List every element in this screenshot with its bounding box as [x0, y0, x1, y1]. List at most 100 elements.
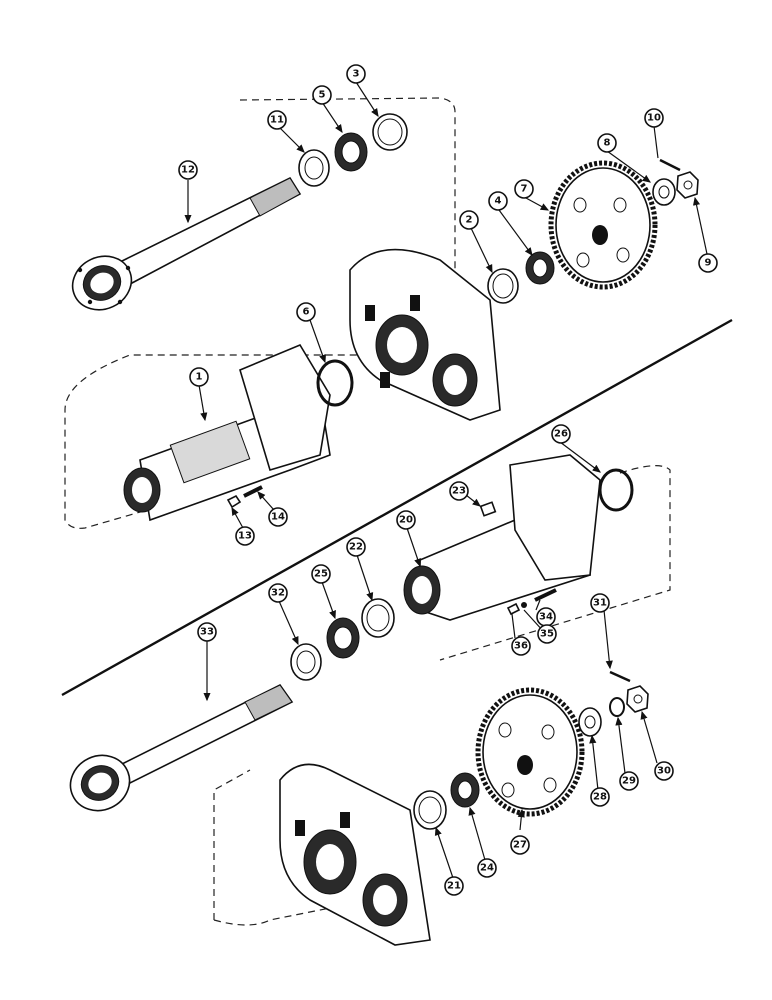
svg-text:36: 36: [514, 641, 528, 652]
bearing-cone-lower-2: [450, 772, 480, 808]
section-divider-line: [61, 318, 733, 697]
axle-housing-upper: [123, 343, 331, 522]
callout-20: 20: [396, 510, 416, 530]
svg-text:35: 35: [540, 629, 554, 640]
callout-3: 3: [346, 64, 366, 84]
bearing-cone-upper-2: [525, 251, 555, 285]
callout-31: 31: [590, 593, 610, 613]
callout-22: 22: [346, 537, 366, 557]
callout-35: 35: [537, 624, 557, 644]
callout-14: 14: [268, 507, 288, 527]
svg-text:23: 23: [452, 486, 466, 497]
lower-dashed-outline-2: [213, 769, 421, 926]
washer-lower: [578, 707, 602, 737]
callout-7: 7: [514, 179, 534, 199]
callout-36: 36: [511, 636, 531, 656]
callout-9: 9: [698, 253, 718, 273]
callout-33: 33: [197, 622, 217, 642]
washer-upper: [652, 178, 676, 206]
callout-27: 27: [510, 835, 530, 855]
callout-10: 10: [644, 108, 664, 128]
svg-text:28: 28: [593, 792, 607, 803]
bolt-lower: [534, 588, 557, 602]
svg-text:21: 21: [447, 881, 461, 892]
callout-5: 5: [312, 85, 332, 105]
o-ring-upper: [316, 359, 354, 407]
seal-lower: [290, 643, 322, 681]
svg-text:3: 3: [353, 69, 360, 80]
svg-text:25: 25: [314, 569, 328, 580]
callout-4: 4: [488, 191, 508, 211]
svg-text:34: 34: [539, 612, 553, 623]
seal-upper: [298, 149, 330, 187]
svg-text:12: 12: [181, 165, 195, 176]
callout-29: 29: [619, 771, 639, 791]
bull-gear-upper: [548, 160, 658, 290]
callout-25: 25: [311, 564, 331, 584]
axle-shaft-lower: [69, 683, 294, 812]
axle-shaft-upper: [71, 176, 302, 311]
bearing-cup-lower-2: [413, 790, 447, 830]
upper-dashed-outline: [64, 97, 456, 529]
callout-34: 34: [536, 607, 556, 627]
svg-text:30: 30: [657, 766, 671, 777]
callout-30: 30: [654, 761, 674, 781]
cotter-pin-upper: [659, 158, 681, 172]
svg-text:11: 11: [270, 115, 284, 126]
plug-upper: [226, 494, 242, 509]
svg-text:13: 13: [238, 531, 252, 542]
bearing-cone-lower: [326, 617, 360, 659]
plug-lower: [506, 602, 521, 616]
callout-8: 8: [597, 133, 617, 153]
svg-text:24: 24: [480, 863, 494, 874]
svg-text:4: 4: [495, 196, 502, 207]
lower-dashed-outline: [439, 465, 671, 661]
callout-26: 26: [551, 424, 571, 444]
callout-6: 6: [296, 302, 316, 322]
cotter-pin-lower: [609, 670, 631, 683]
svg-text:33: 33: [200, 627, 214, 638]
svg-text:31: 31: [593, 598, 607, 609]
nut-lower: [626, 685, 649, 713]
final-drive-case-lower: [279, 763, 431, 946]
callout-24: 24: [477, 858, 497, 878]
leader-lines: [184, 81, 708, 879]
svg-text:10: 10: [647, 113, 661, 124]
nut-upper: [676, 171, 699, 199]
bull-gear-lower: [475, 687, 585, 817]
callout-2: 2: [459, 210, 479, 230]
svg-text:2: 2: [466, 215, 473, 226]
axle-housing-lower: [403, 454, 601, 621]
callout-12: 12: [178, 160, 198, 180]
svg-text:26: 26: [554, 429, 568, 440]
callout-1: 1: [189, 367, 209, 387]
svg-text:1: 1: [196, 372, 203, 383]
callout-11: 11: [267, 110, 287, 130]
svg-text:8: 8: [604, 138, 611, 149]
svg-text:6: 6: [303, 307, 310, 318]
o-ring-lower: [598, 468, 634, 512]
bearing-cup-upper-2: [487, 268, 519, 304]
callout-28: 28: [590, 787, 610, 807]
svg-text:7: 7: [521, 184, 528, 195]
callout-23: 23: [449, 481, 469, 501]
callout-32: 32: [268, 583, 288, 603]
washer-small-lower: [521, 602, 527, 608]
svg-text:9: 9: [705, 258, 712, 269]
svg-text:14: 14: [271, 512, 285, 523]
bolt-upper: [243, 485, 263, 498]
bearing-cup-upper: [372, 113, 408, 151]
svg-text:22: 22: [349, 542, 363, 553]
svg-text:32: 32: [271, 588, 285, 599]
svg-text:20: 20: [399, 515, 413, 526]
callout-21: 21: [444, 876, 464, 896]
final-drive-case-upper: [349, 248, 501, 421]
callout-13: 13: [235, 526, 255, 546]
bearing-cup-lower: [361, 598, 395, 638]
lock-washer-lower: [609, 697, 625, 717]
svg-text:5: 5: [319, 90, 326, 101]
svg-text:27: 27: [513, 840, 527, 851]
bushing-lower: [479, 501, 497, 517]
svg-text:29: 29: [622, 776, 636, 787]
